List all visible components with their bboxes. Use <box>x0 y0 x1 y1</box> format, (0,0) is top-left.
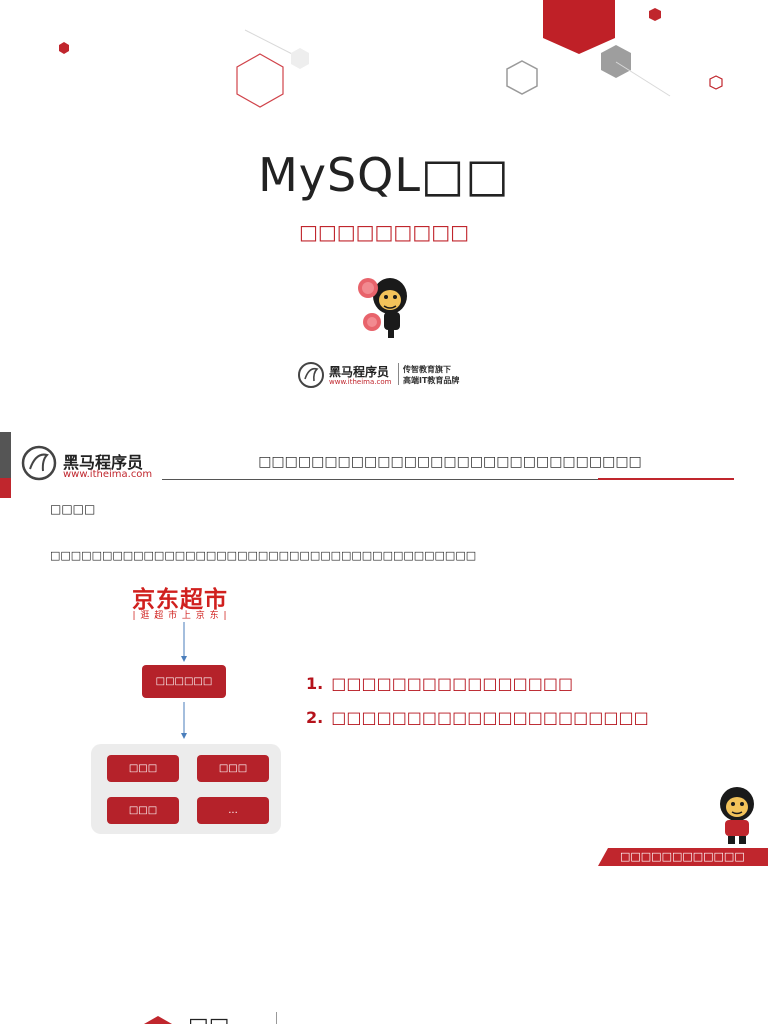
horse-logo-icon <box>298 362 324 388</box>
hexagon-small-red-top <box>649 8 661 21</box>
diagram-arrows <box>181 622 187 739</box>
footer-banner <box>598 848 768 866</box>
mascot-icon <box>720 787 754 844</box>
mascot-icon <box>358 278 407 338</box>
center-node: □□□□□□ <box>142 665 226 698</box>
diagram-node: □□□ <box>107 755 179 782</box>
logo-tagline-1: 传智教育旗下 <box>403 365 451 374</box>
hexagon-big-red <box>543 0 615 54</box>
slide-heading-partial: □□ <box>188 1014 230 1024</box>
bullet-text: □□□□□□□□□□□□□□□□ <box>331 674 574 693</box>
arrow-down-icon <box>181 733 187 739</box>
logo-name: 黑马程序员 <box>329 365 390 379</box>
diagram-node: □□□ <box>197 755 269 782</box>
footer-text: □□□□□□□□□□□□ <box>620 850 745 863</box>
bullet-text: □□□□□□□□□□□□□□□□□□□□□ <box>331 708 649 727</box>
section-label: □□□□ <box>50 502 96 516</box>
hexagon-light-grey <box>291 48 309 69</box>
bullet-point-2: 2. □□□□□□□□□□□□□□□□□□□□□ <box>306 708 649 727</box>
bullet-number: 1. <box>306 674 324 693</box>
heading-rule-accent <box>598 478 734 480</box>
horse-logo-icon <box>21 445 57 481</box>
hexagon-outline-grey <box>506 60 538 95</box>
brand-logo: 黑马程序员 www.itheima.com 传智教育旗下 高端IT教育品牌 <box>297 361 477 391</box>
next-slide-partial: □□ <box>0 990 768 1024</box>
slide-logo: 黑马程序员 www.itheima.com <box>20 444 160 484</box>
page-title: MySQL□□ <box>258 148 510 202</box>
bullet-point-1: 1. □□□□□□□□□□□□□□□□ <box>306 674 573 693</box>
page-subtitle: □□□□□□□□□ <box>298 220 470 244</box>
jd-slogan: | 逛 超 市 上 京 东 | <box>132 611 228 621</box>
side-bar-red <box>0 478 11 498</box>
heading-rule <box>162 479 734 480</box>
hexagon-grey <box>601 45 631 78</box>
jd-supermarket-logo: 京东超市 <box>132 587 228 613</box>
hexagon-small-red-left <box>59 42 69 54</box>
side-bar-grey <box>0 432 11 478</box>
bullet-number: 2. <box>306 708 324 727</box>
logo-tagline-2: 高端IT教育品牌 <box>403 376 460 385</box>
logo-url: www.itheima.com <box>63 469 153 480</box>
logo-url: www.itheima.com <box>329 378 392 386</box>
hexagon-decoration <box>144 1016 172 1024</box>
hexagon-outline-small-red <box>709 75 723 90</box>
deco-line-right <box>615 61 671 97</box>
arrow-down-icon <box>181 656 187 662</box>
divider <box>276 1012 277 1024</box>
logo-divider <box>398 363 399 385</box>
diagram-node: □□□ <box>107 797 179 824</box>
content-slide: 黑马程序员 www.itheima.com □□□□□□□□□□□□□□□□□□… <box>0 432 768 892</box>
slide-heading: □□□□□□□□□□□□□□□□□□□□□□□□□□□□□ <box>258 454 642 470</box>
diagram-node: ... <box>197 797 269 824</box>
hexagon-outline-red <box>236 53 284 108</box>
section-description: □□□□□□□□□□□□□□□□□□□□□□□□□□□□□□□□□□□□□□□□… <box>50 549 477 562</box>
hexagon-decoration <box>59 0 723 108</box>
deco-line-left <box>244 29 301 59</box>
title-slide: MySQL□□ □□□□□□□□□ 黑马程序员 www.itheima.com … <box>0 0 768 400</box>
logo-name: 黑马程序员 <box>63 453 144 472</box>
